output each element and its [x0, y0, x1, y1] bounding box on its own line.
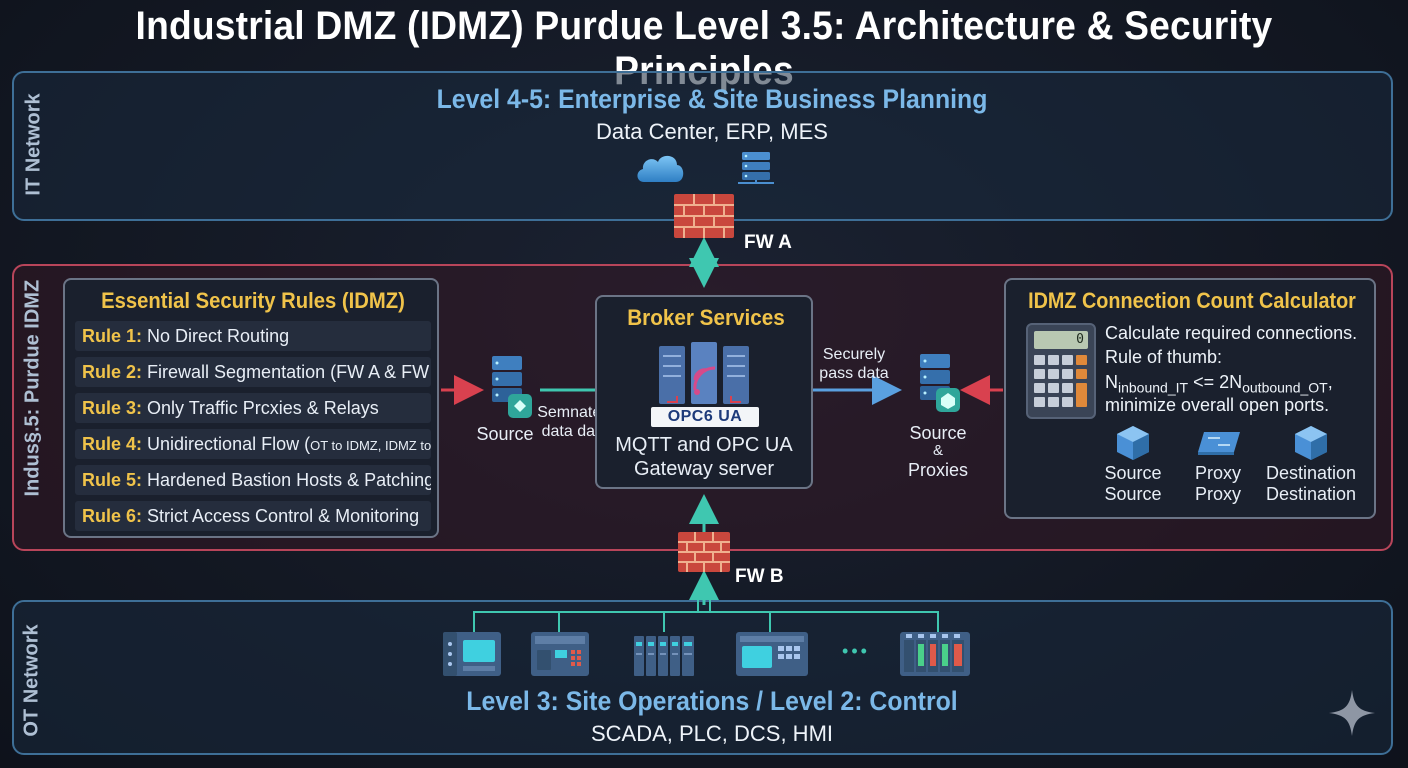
ot-level-title: Level 3: Site Operations / Level 2: Cont…: [466, 686, 958, 716]
calculator-line-2: Rule of thumb:: [1105, 347, 1223, 367]
hmi-icon: [443, 632, 501, 676]
calculator-keys: [1034, 355, 1087, 407]
rule-row: Rule 2: Firewall Segmentation (FW A & FW…: [75, 357, 431, 387]
plc-icon: [531, 632, 589, 676]
rule-number: Rule 4:: [82, 434, 143, 454]
rule-text: Strict Access Control & Monitoring: [147, 506, 420, 526]
it-level-subtitle: Data Center, ERP, MES: [596, 119, 828, 144]
rule-text: Hardened Bastion Hosts & Patching: [147, 470, 431, 490]
left-edge-label-2: data data: [541, 423, 609, 440]
rule-number: Rule 2:: [82, 362, 143, 382]
cloud-icon: [637, 155, 684, 182]
ot-level-subtitle: SCADA, PLC, DCS, HMI: [590, 721, 834, 746]
rule-number: Rule 1:: [82, 326, 143, 346]
it-level-title: Level 4-5: Enterprise & Site Business Pl…: [436, 84, 988, 114]
dcs-rack-icon: [634, 636, 694, 676]
right-edge-label-2: pass data: [819, 365, 889, 382]
security-rules-title: Essential Security Rules (IDMZ): [101, 288, 405, 313]
right-node-label-1: Source: [909, 423, 967, 443]
rule-text: No Direct Routing: [147, 326, 290, 346]
rule-row: Rule 1: No Direct Routing: [75, 321, 431, 351]
rule-text: Only Traffic Prcxies & Relays: [147, 398, 379, 418]
broker-title: Broker Services: [627, 305, 785, 330]
calc-node-2-bottom: Proxy: [1194, 484, 1241, 504]
firewall-a-label: FW A: [744, 232, 792, 253]
cube-icon: [1295, 426, 1327, 460]
switch-icon: [1198, 432, 1240, 455]
calculator-title: IDMZ Connection Count Calculator: [1028, 288, 1356, 313]
rule-number: Rule 3:: [82, 398, 143, 418]
rule-row: Rule 3: Only Traffic Prcxies & Relays: [75, 393, 431, 423]
formula-end: ,: [1327, 372, 1333, 392]
rule-text: Unidirectional Flow (: [147, 434, 311, 454]
cube-icon: [1117, 426, 1149, 460]
left-edge-label-1: Semnately: [537, 404, 613, 421]
right-edge-label-1: Securely: [822, 346, 886, 363]
firewall-a-icon: [674, 194, 734, 238]
calc-node-2-top: Proxy: [1194, 463, 1241, 483]
calculator-line-1: Calculate required connections.: [1105, 323, 1358, 343]
rule-row: Rule 4: Unidirectional Flow (OT to IDMZ,…: [75, 429, 431, 459]
calc-node-3-top: Destination: [1265, 463, 1357, 483]
calc-node-1-bottom: Source: [1104, 484, 1162, 504]
right-node-label-3: Proxies: [907, 460, 969, 480]
formula-mid: <= 2N: [1188, 372, 1243, 392]
more-devices-ellipsis: •••: [842, 641, 870, 661]
formula-sub1: inbound_IT: [1118, 379, 1189, 396]
calculator-icon: 0: [1026, 323, 1096, 419]
rule-row: Rule 5: Hardened Bastion Hosts & Patchin…: [75, 465, 431, 495]
calc-node-3-bottom: Destination: [1265, 484, 1357, 504]
calculator-formula: Ninbound_IT <= 2Noutbound_OT,: [1105, 370, 1333, 400]
ot-network-zone: [12, 600, 1393, 755]
rule-number: Rule 6:: [82, 506, 143, 526]
firewall-b-label: FW B: [735, 566, 784, 587]
broker-line-1: MQTT and OPC UA: [615, 434, 793, 456]
calculator-line-4: minimize overall open ports.: [1105, 395, 1330, 415]
server-icon: [738, 152, 774, 184]
calculator-display: 0: [1034, 331, 1088, 349]
rule-row: Rule 6: Strict Access Control & Monitori…: [75, 501, 431, 531]
firewall-b-icon: [678, 532, 730, 572]
formula-n1: N: [1105, 372, 1118, 392]
rule-note: OT to IDMZ, IDMZ to IT: [310, 438, 431, 453]
calc-node-1-top: Source: [1104, 463, 1162, 483]
hmi-panel-icon: [736, 632, 808, 676]
formula-sub2: outbound_OT: [1242, 379, 1328, 396]
proxy-server-icon: [920, 354, 960, 412]
source-server-icon: [492, 356, 532, 418]
right-node-label-2: &: [932, 442, 943, 459]
opc-ua-logo: OPC6 UA: [651, 407, 759, 427]
sparkle-icon: [1329, 690, 1375, 736]
security-rules-panel: Essential Security Rules (IDMZ) Rule 1: …: [63, 278, 439, 538]
broker-server-icon: [659, 342, 749, 404]
io-module-icon: [900, 632, 970, 676]
broker-line-2: Gateway server: [633, 458, 775, 480]
left-source-label: Source: [476, 424, 534, 444]
rule-text: Firewall Segmentation (FW A & FW B): [147, 362, 431, 382]
rule-number: Rule 5:: [82, 470, 143, 490]
